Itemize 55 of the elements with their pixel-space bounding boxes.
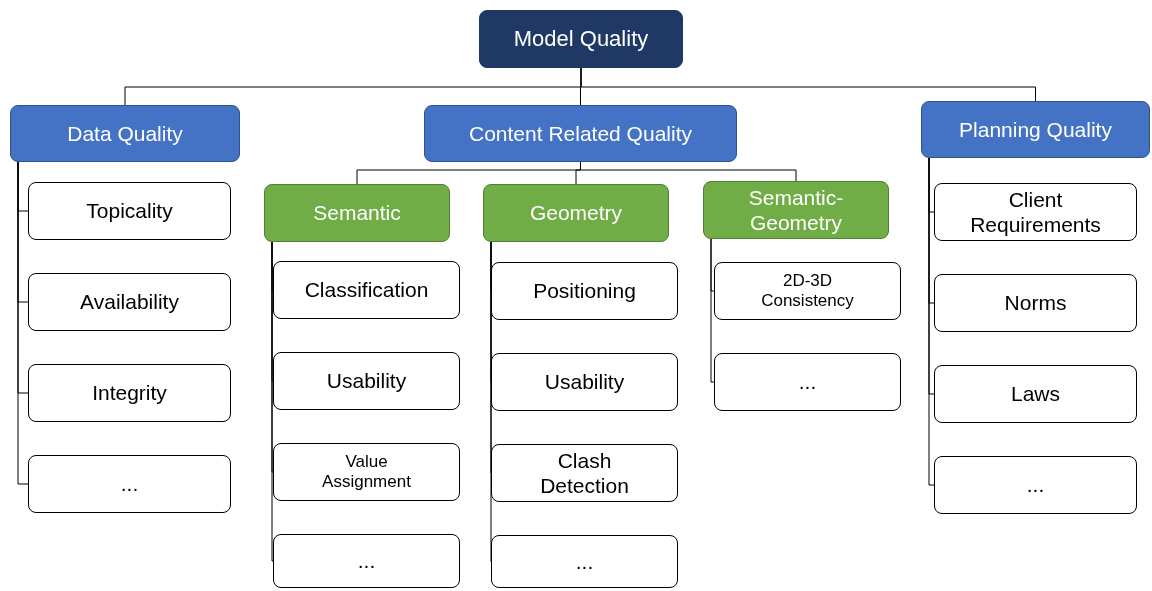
- node-label: Availability: [80, 289, 179, 315]
- node-label: Positioning: [533, 278, 636, 304]
- node-label: Data Quality: [67, 120, 183, 147]
- criterion-box: [491, 353, 678, 411]
- node-label: Semantic-Geometry: [747, 184, 845, 236]
- node-label: Planning Quality: [959, 116, 1112, 143]
- connector-line: [17, 161, 29, 485]
- category-box: [424, 105, 737, 162]
- node-label: Integrity: [92, 380, 167, 406]
- node-label: Client Requirements: [969, 186, 1102, 238]
- connector-line: [928, 157, 935, 486]
- criterion-box: [273, 534, 460, 588]
- criterion-box: [491, 262, 678, 320]
- root-box: [479, 10, 683, 68]
- connector-line: [580, 67, 1036, 102]
- criterion-box: [28, 364, 231, 422]
- node-label: Classification: [304, 277, 429, 303]
- criterion-box: [273, 261, 460, 319]
- criterion-box: [934, 274, 1137, 332]
- subcategory-box: [264, 184, 450, 242]
- criterion-box: [28, 455, 231, 513]
- node-label: ...: [575, 548, 594, 575]
- criterion-box: [28, 182, 231, 240]
- criterion-box: [28, 273, 231, 331]
- node-label: ...: [120, 471, 139, 497]
- node-label: Usability: [544, 369, 625, 395]
- criterion-box: [934, 183, 1137, 241]
- node-label: Content Related Quality: [469, 120, 692, 147]
- node-label: Geometry: [529, 200, 623, 226]
- node-label: Semantic: [313, 200, 401, 226]
- node-label: ...: [357, 548, 376, 574]
- node-label: 2D-3D Consistency: [760, 270, 855, 312]
- node-label: Laws: [1011, 381, 1060, 407]
- node-label: Clash Detection: [539, 447, 630, 499]
- criterion-box: [714, 353, 901, 411]
- node-label: Topicality: [86, 198, 173, 224]
- criterion-box: [491, 444, 678, 502]
- node-label: Norms: [1004, 290, 1067, 316]
- connector-line: [271, 241, 274, 562]
- criterion-box: [934, 456, 1137, 514]
- category-box: [921, 101, 1150, 158]
- node-label: Usability: [326, 368, 407, 394]
- subcategory-box: [483, 184, 669, 242]
- criterion-box: [934, 365, 1137, 423]
- node-label: ...: [1026, 472, 1045, 498]
- criterion-box: [273, 352, 460, 410]
- criterion-box: [491, 535, 678, 588]
- connector-line: [710, 238, 715, 383]
- criterion-box: [714, 262, 901, 320]
- criterion-box: [273, 443, 460, 501]
- subcategory-box: [703, 181, 889, 239]
- node-label: Value Assignment: [321, 451, 412, 493]
- category-box: [10, 105, 240, 162]
- node-label: Model Quality: [513, 25, 649, 53]
- node-label: ...: [798, 369, 817, 395]
